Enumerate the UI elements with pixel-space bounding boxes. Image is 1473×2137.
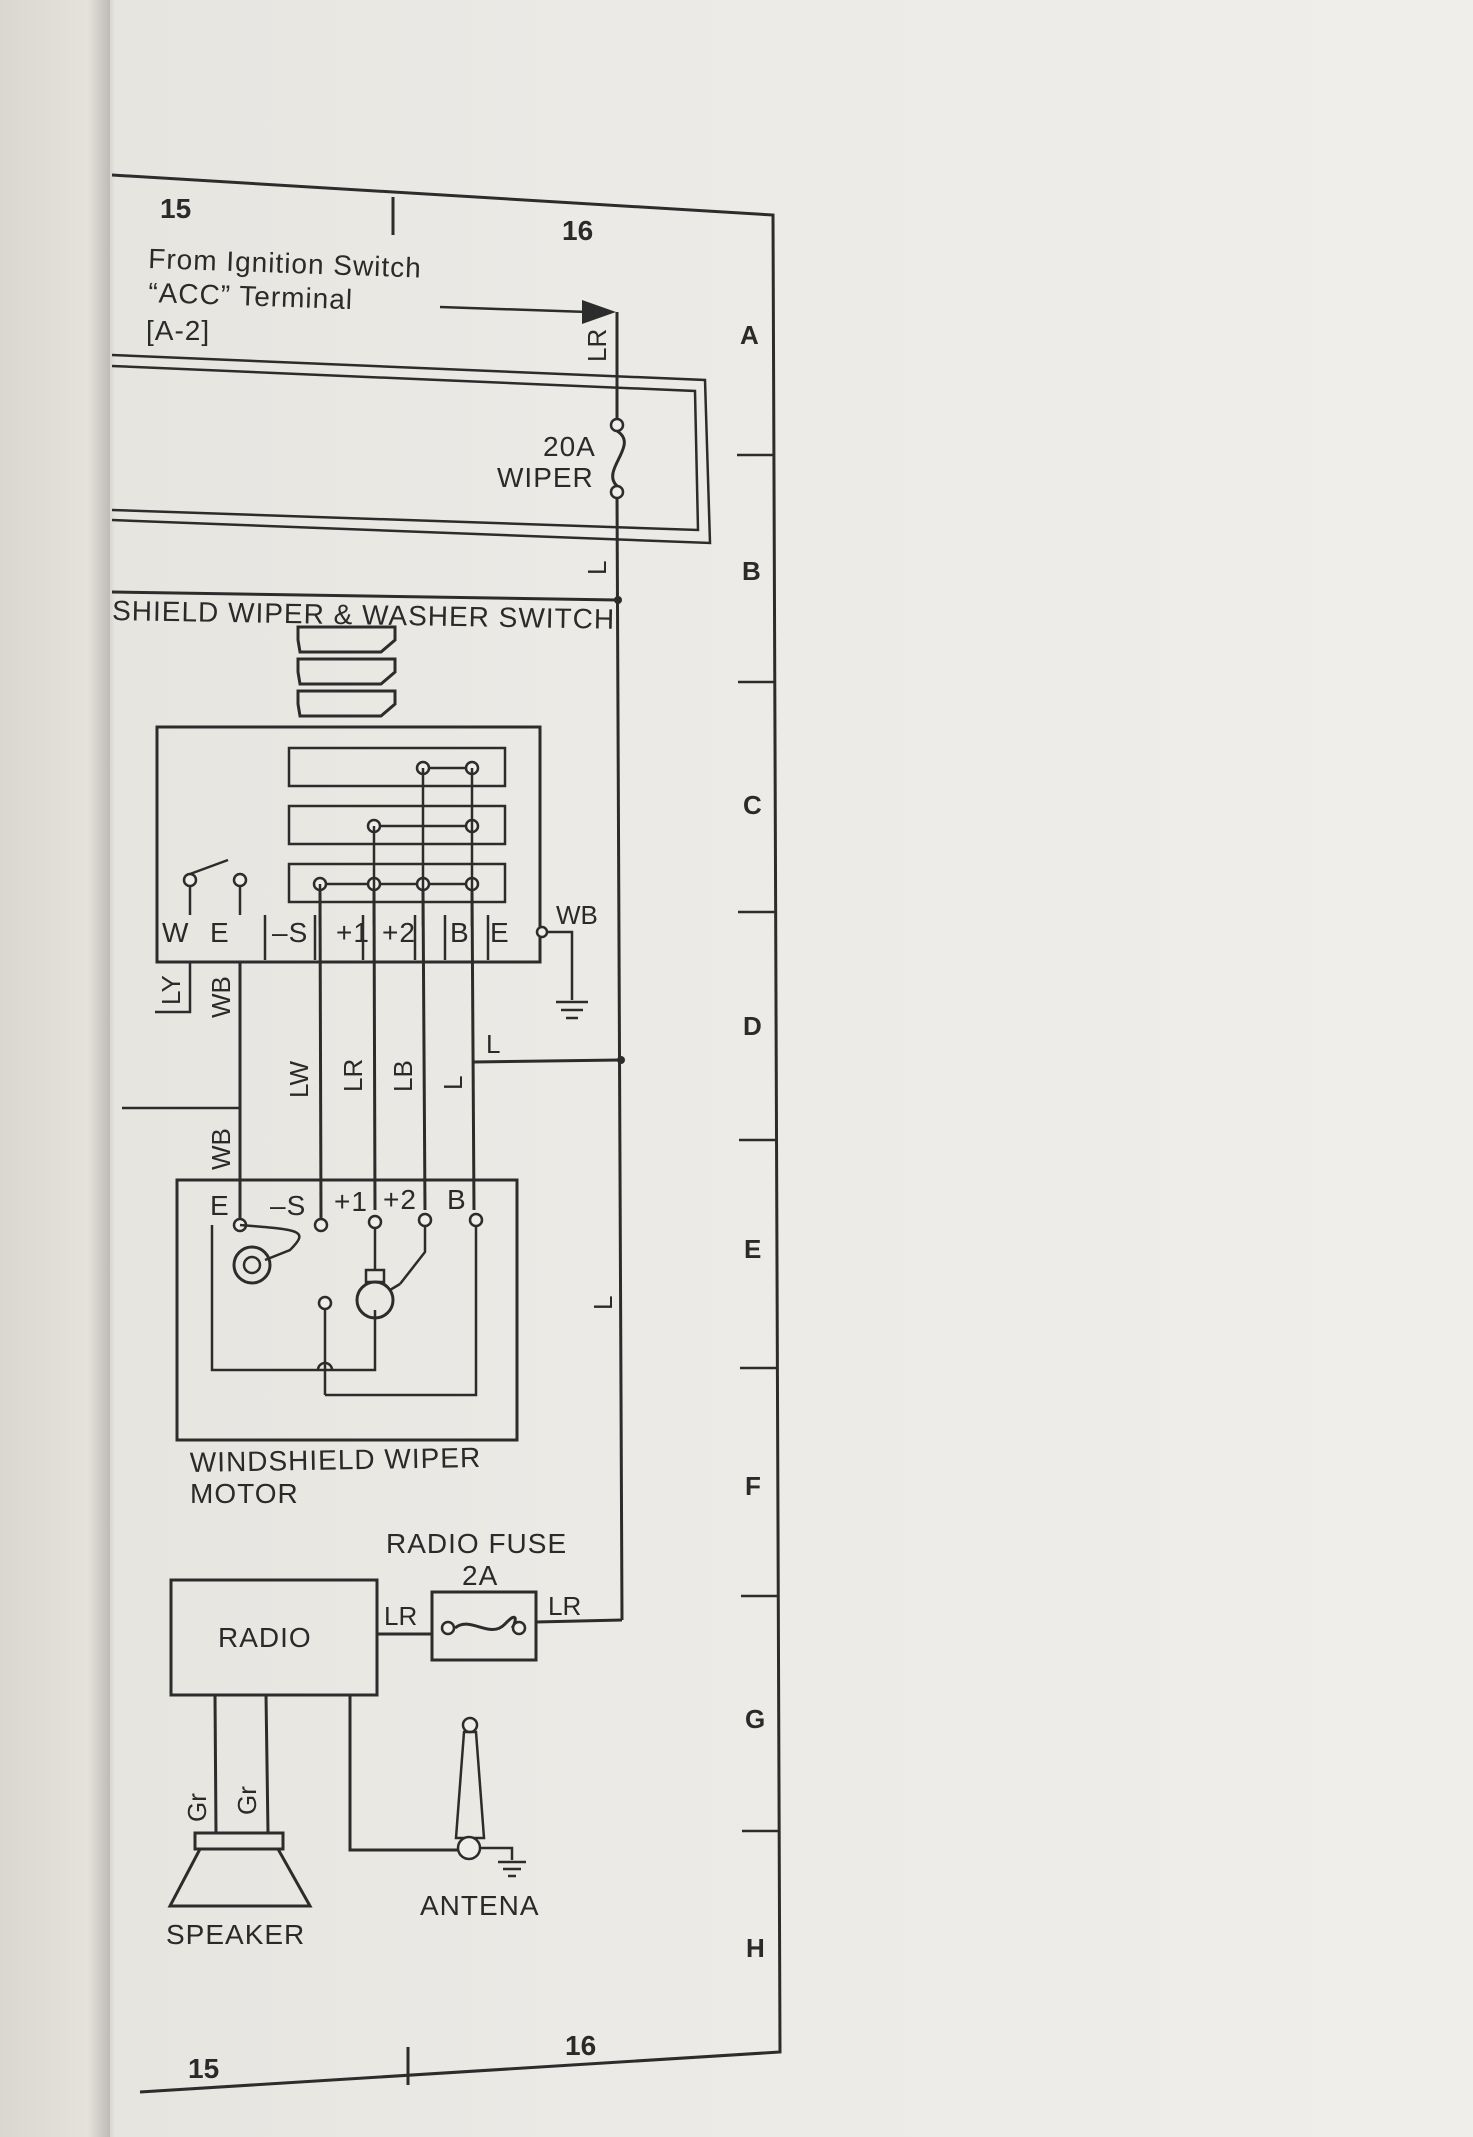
arrow-icon	[582, 300, 616, 324]
row-label-a: A	[740, 320, 759, 350]
speaker-icon	[167, 1831, 313, 1908]
antenna-label: ANTENA	[420, 1890, 540, 1921]
speaker-label: SPEAKER	[166, 1919, 305, 1950]
antenna-icon	[454, 1716, 526, 1878]
row-label-h: H	[746, 1933, 765, 1963]
motor-title-line2: MOTOR	[190, 1478, 299, 1509]
switch-terminal-b: B	[450, 917, 470, 948]
wire-label-l-b: L	[582, 561, 612, 575]
wiper-fuse-name: WIPER	[497, 462, 594, 493]
radio-fuse-name: RADIO FUSE	[386, 1528, 567, 1559]
ground-icon	[556, 1000, 588, 1020]
column-label-15-bottom: 15	[188, 2053, 219, 2084]
motor-terminal-b: B	[447, 1184, 467, 1215]
motor-terminal-plus2: +2	[383, 1184, 417, 1215]
row-label-b: B	[742, 556, 761, 586]
wire-label-wb-left2: WB	[206, 1128, 236, 1170]
wiper-fuse-rating: 20A	[543, 431, 596, 462]
motor-terminal-plus1: +1	[334, 1186, 368, 1217]
wiper-switch	[155, 725, 549, 964]
radio-box	[169, 1578, 379, 1697]
row-label-d: D	[743, 1011, 762, 1041]
wire-label-l-mid: L	[438, 1076, 468, 1090]
wire-label-gr2: Gr	[232, 1786, 262, 1815]
motor-terminal-s: –S	[270, 1190, 306, 1221]
wiper-motor	[175, 1178, 519, 1442]
radio-label: RADIO	[218, 1622, 312, 1653]
wire-label-l-mid2: L	[486, 1029, 500, 1059]
source-note-line2: “ACC” Terminal	[148, 277, 354, 315]
column-label-16-bottom: 16	[565, 2030, 596, 2061]
wiper-fuse	[609, 417, 626, 500]
diagram-frame	[111, 173, 782, 2094]
radio-fuse	[430, 1590, 538, 1662]
source-note-ref: [A-2]	[146, 315, 210, 346]
wire-label-gr1: Gr	[182, 1793, 212, 1822]
motor-terminal-e: E	[210, 1190, 230, 1221]
wire-label-wb-left: WB	[206, 976, 236, 1018]
wire-label-wb-right: WB	[556, 900, 598, 930]
wire-label-lr-top: LR	[582, 329, 612, 362]
row-label-c: C	[743, 790, 762, 820]
wire-label-lr-mid: LR	[338, 1059, 368, 1092]
switch-terminal-plus1: +1	[336, 917, 370, 948]
radio-fuse-rating: 2A	[462, 1560, 498, 1591]
wire-label-l-right: L	[588, 1296, 618, 1310]
switch-terminal-e: E	[210, 917, 230, 948]
page-binding-shadow	[0, 0, 110, 2137]
fuse-box	[111, 353, 712, 545]
wire-label-ly: LY	[156, 975, 186, 1005]
wire-label-lr-radio-right: LR	[548, 1591, 581, 1621]
row-label-f: F	[745, 1471, 761, 1501]
switch-terminal-s: –S	[272, 917, 308, 948]
switch-terminal-plus2: +2	[382, 917, 416, 948]
row-label-e: E	[744, 1234, 761, 1264]
switch-title: SHIELD WIPER & WASHER SWITCH	[112, 595, 615, 635]
switch-knob-icon	[296, 625, 397, 718]
switch-terminal-e-ground: E	[490, 917, 510, 948]
column-label-15-top: 15	[160, 193, 191, 224]
wire-label-lb: LB	[388, 1060, 418, 1092]
switch-terminal-w: W	[162, 917, 189, 948]
motor-title-line1: WINDSHIELD WIPER	[190, 1442, 482, 1478]
row-label-g: G	[745, 1704, 765, 1734]
wire-label-lr-radio-left: LR	[384, 1601, 417, 1631]
wire-label-lw: LW	[284, 1060, 314, 1098]
column-label-16-top: 16	[562, 215, 593, 246]
